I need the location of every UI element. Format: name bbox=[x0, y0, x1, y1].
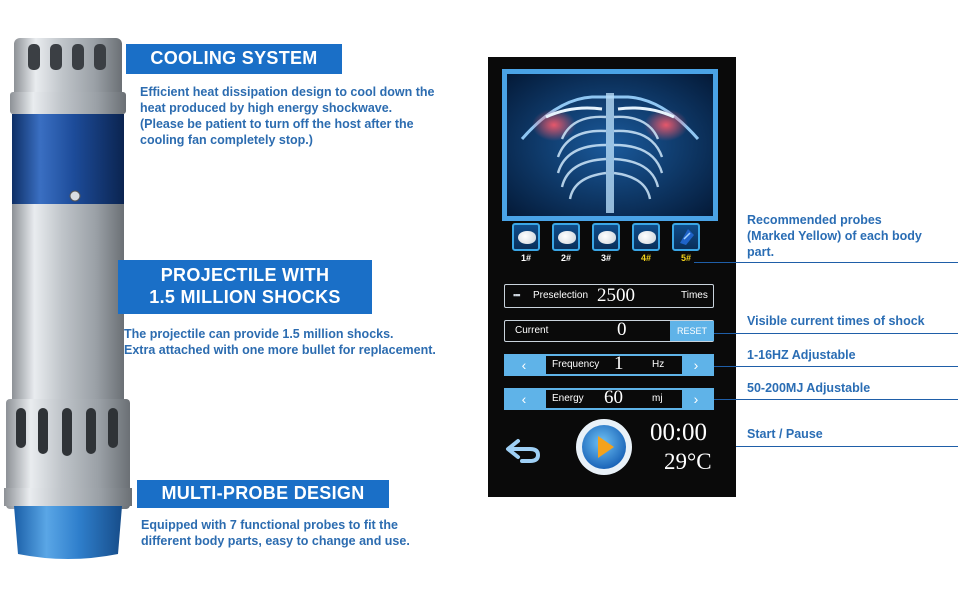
cooling-system-title: COOLING SYSTEM bbox=[150, 48, 318, 69]
preselection-bar[interactable]: ▪▪▪ Preselection 2500 Times bbox=[504, 284, 714, 308]
probe-head-icon bbox=[518, 231, 536, 244]
cooling-line-3: (Please be patient to turn off the host … bbox=[140, 117, 414, 131]
projectile-title-line-1: PROJECTILE WITH bbox=[160, 265, 330, 286]
multi-probe-line-2: different body parts, easy to change and… bbox=[141, 534, 410, 548]
probe-3-button[interactable] bbox=[592, 223, 620, 251]
energy-label: Energy bbox=[552, 393, 584, 404]
preselection-label: Preselection bbox=[533, 290, 589, 301]
probe-head-icon bbox=[598, 231, 616, 244]
shockwave-handpiece-image bbox=[4, 38, 132, 559]
start-annotation: Start / Pause bbox=[747, 427, 823, 441]
probes-annotation-line-2: (Marked Yellow) of each body bbox=[747, 229, 922, 243]
frequency-field: Frequency 1 Hz bbox=[546, 353, 682, 374]
energy-leader-line bbox=[714, 399, 958, 400]
start-pause-button[interactable] bbox=[574, 417, 634, 477]
probe-3-label: 3# bbox=[600, 253, 611, 263]
energy-annotation: 50-200MJ Adjustable bbox=[747, 381, 871, 395]
current-leader-line bbox=[714, 333, 958, 334]
projectile-title-line-2: 1.5 MILLION SHOCKS bbox=[149, 287, 341, 307]
probe-5-label: 5# bbox=[680, 253, 691, 263]
probe-2-button[interactable] bbox=[552, 223, 580, 251]
cooling-line-2: heat produced by high energy shockwave. bbox=[140, 101, 393, 115]
frequency-leader-line bbox=[714, 366, 958, 367]
probe-4-button[interactable] bbox=[632, 223, 660, 251]
frequency-increase-button[interactable]: › bbox=[693, 357, 699, 373]
probes-leader-line bbox=[694, 262, 958, 263]
projectile-badge: PROJECTILE WITH 1.5 MILLION SHOCKS bbox=[118, 260, 372, 314]
multi-probe-description: Equipped with 7 functional probes to fit… bbox=[141, 517, 461, 549]
probe-head-icon bbox=[558, 231, 576, 244]
multi-probe-title: MULTI-PROBE DESIGN bbox=[161, 483, 365, 504]
preselection-unit: Times bbox=[681, 290, 708, 301]
probe-1-label: 1# bbox=[520, 253, 531, 263]
probe-5-button[interactable] bbox=[672, 223, 700, 251]
frequency-bar: ‹ Frequency 1 Hz › bbox=[504, 353, 714, 376]
preselection-list-icon: ▪▪▪ bbox=[513, 290, 521, 300]
current-label: Current bbox=[515, 325, 549, 336]
projectile-description: The projectile can provide 1.5 million s… bbox=[124, 326, 486, 358]
start-leader-line bbox=[736, 446, 958, 447]
current-value: 0 bbox=[617, 319, 627, 340]
xray-body-image bbox=[502, 69, 718, 221]
probes-annotation-line-1: Recommended probes bbox=[747, 213, 882, 227]
cooling-line-1: Efficient heat dissipation design to coo… bbox=[140, 85, 435, 99]
cooling-system-description: Efficient heat dissipation design to coo… bbox=[140, 84, 485, 148]
probe-head-icon bbox=[638, 231, 656, 244]
projectile-line-1: The projectile can provide 1.5 million s… bbox=[124, 327, 394, 341]
probe-1-button[interactable] bbox=[512, 223, 540, 251]
timer-display: 00:00 bbox=[650, 419, 707, 446]
probe-4-label: 4# bbox=[640, 253, 651, 263]
frequency-decrease-button[interactable]: ‹ bbox=[521, 357, 527, 373]
cooling-line-4: cooling fan completely stop.) bbox=[140, 133, 313, 147]
frequency-label: Frequency bbox=[552, 359, 600, 370]
probe-5-head-icon bbox=[680, 229, 694, 245]
projectile-line-2: Extra attached with one more bullet for … bbox=[124, 343, 436, 357]
frequency-unit: Hz bbox=[652, 359, 665, 370]
energy-unit: mj bbox=[652, 393, 663, 404]
multi-probe-line-1: Equipped with 7 functional probes to fit… bbox=[141, 518, 398, 532]
cooling-system-badge: COOLING SYSTEM bbox=[126, 44, 342, 74]
energy-value: 60 bbox=[604, 387, 623, 408]
multi-probe-badge: MULTI-PROBE DESIGN bbox=[137, 480, 389, 508]
energy-field: Energy 60 mj bbox=[546, 387, 682, 408]
probe-selector: 1# 2# 3# 4# 5# bbox=[512, 223, 712, 271]
energy-increase-button[interactable]: › bbox=[693, 391, 699, 407]
back-arrow-icon[interactable] bbox=[504, 435, 544, 465]
frequency-value: 1 bbox=[614, 353, 624, 374]
reset-button[interactable]: RESET bbox=[670, 321, 714, 341]
frequency-annotation: 1-16HZ Adjustable bbox=[747, 348, 856, 362]
device-screen: 1# 2# 3# 4# 5# ▪▪▪ Preselection 2500 Tim… bbox=[488, 57, 736, 497]
probes-annotation: Recommended probes (Marked Yellow) of ea… bbox=[747, 212, 957, 260]
energy-decrease-button[interactable]: ‹ bbox=[521, 391, 527, 407]
energy-bar: ‹ Energy 60 mj › bbox=[504, 387, 714, 410]
probes-annotation-line-3: part. bbox=[747, 245, 775, 259]
probe-2-label: 2# bbox=[560, 253, 571, 263]
temperature-display: 29°C bbox=[664, 449, 712, 474]
preselection-value: 2500 bbox=[597, 285, 635, 306]
current-annotation: Visible current times of shock bbox=[747, 314, 925, 328]
